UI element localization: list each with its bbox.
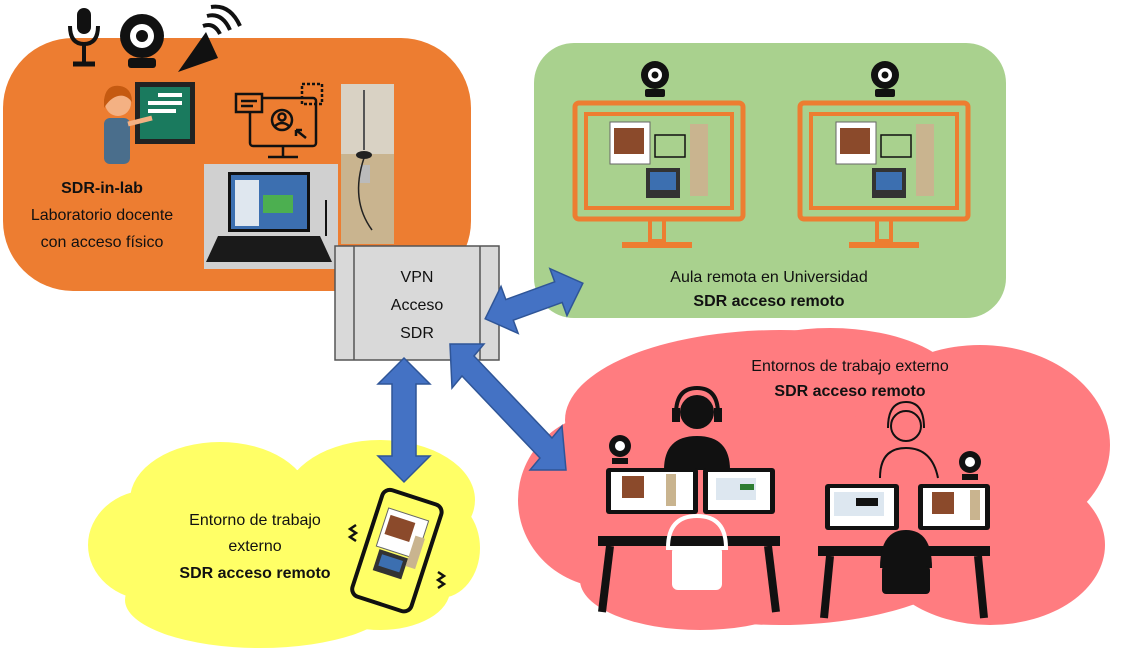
- university-panel: [534, 43, 1006, 318]
- lab-line1: Laboratorio docente: [31, 207, 173, 224]
- connection-arrow: [484, 267, 584, 335]
- webcam-icon: [120, 14, 164, 68]
- smartphone-icon: [347, 487, 447, 614]
- classroom-monitor: [572, 61, 746, 248]
- headset-icon: [672, 385, 722, 429]
- workstation-with-user: [598, 385, 780, 613]
- classroom-monitor: [797, 61, 971, 248]
- workstation-with-user: [818, 400, 990, 619]
- teacher-icon: [104, 82, 195, 164]
- sdr-antenna-photo: [341, 84, 394, 244]
- vpn-line1: VPN: [401, 269, 434, 286]
- external-single-line2: externo: [228, 538, 281, 555]
- connection-arrow: [449, 343, 567, 471]
- webcam-icon: [871, 61, 899, 97]
- headset-icon: [887, 400, 925, 442]
- external-single-line1: Entorno de trabajo: [189, 512, 321, 529]
- microphone-icon: [68, 8, 100, 67]
- university-line1: Aula remota en Universidad: [670, 269, 867, 286]
- webcam-icon: [959, 451, 981, 480]
- university-line2: SDR acceso remoto: [693, 293, 844, 310]
- lab-title: SDR-in-lab: [61, 180, 143, 197]
- webcam-icon: [609, 435, 631, 464]
- external-multi-line1: Entornos de trabajo externo: [751, 358, 949, 375]
- vpn-line2: Acceso: [391, 297, 444, 314]
- webcam-icon: [641, 61, 669, 97]
- vpn-box: [334, 245, 500, 361]
- lab-line2: con acceso físico: [41, 234, 164, 251]
- connection-arrow: [376, 356, 432, 484]
- laptop-photo: [204, 164, 338, 269]
- external-single-line3: SDR acceso remoto: [179, 565, 330, 582]
- vpn-line3: SDR: [400, 325, 434, 342]
- speaker-icon: [178, 4, 242, 72]
- remote-desktop-icon: [234, 82, 324, 159]
- external-multi-line2: SDR acceso remoto: [774, 383, 925, 400]
